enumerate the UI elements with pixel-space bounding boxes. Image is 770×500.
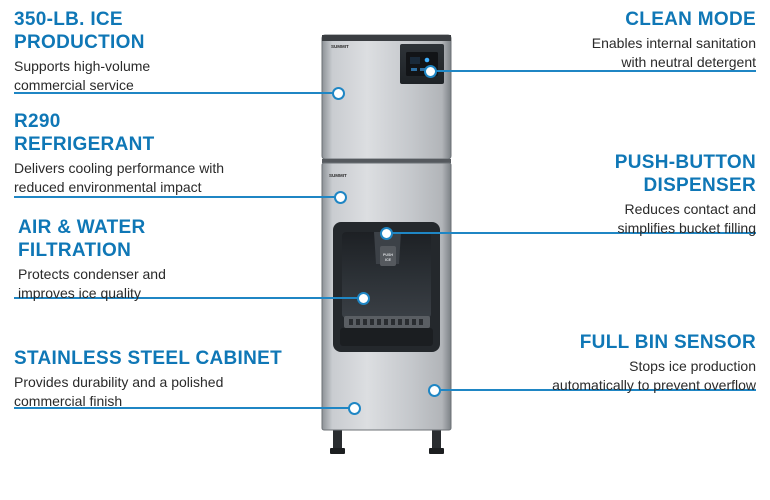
marker-full-bin <box>428 384 441 397</box>
feature-title: STAINLESS STEEL CABINET <box>14 348 283 369</box>
feature-description-line-2: reduced environmental impact <box>14 178 202 195</box>
feature-title-line-1: 350-LB. ICE <box>14 9 123 30</box>
brand-logo-lower: SUMMIT <box>329 173 347 178</box>
feature-title-line-1: R290 <box>14 111 61 132</box>
feature-clean-mode: CLEAN MODE Enables internal sanitation wi… <box>592 8 756 71</box>
push-button-icon <box>380 246 396 266</box>
feature-title-line-2: PRODUCTION <box>14 32 145 53</box>
feature-description-line-1: Stops ice production <box>629 358 756 374</box>
svg-text:ICE: ICE <box>385 258 392 262</box>
feature-cabinet: STAINLESS STEEL CABINET Provides durabil… <box>14 347 282 410</box>
marker-filtration <box>357 292 370 305</box>
feature-title: FULL BIN SENSOR <box>579 332 756 353</box>
feature-description-line-2: simplifies bucket filling <box>617 219 757 236</box>
feature-title-line-2: DISPENSER <box>643 175 756 196</box>
connector-ice-production <box>14 92 338 94</box>
feature-description: Enables internal sanitation with neutral … <box>592 34 756 71</box>
marker-ice-production <box>332 87 345 100</box>
connector-full-bin <box>434 389 756 391</box>
dispenser-cabinet: SUMMIT PUSH ICE <box>321 162 452 431</box>
marker-cabinet <box>348 402 361 415</box>
marker-refrigerant <box>334 191 347 204</box>
feature-description-line-1: Delivers cooling performance with <box>14 160 225 176</box>
feature-description: Stops ice production automatically to pre… <box>552 357 756 394</box>
ice-maker-head: SUMMIT <box>321 34 452 160</box>
connector-cabinet <box>14 407 354 409</box>
feature-description-line-1: Provides durability and a polished <box>14 374 224 390</box>
feature-title-line-2: REFRIGERANT <box>14 134 155 155</box>
connector-push-button <box>386 232 756 234</box>
marker-clean-mode <box>424 65 437 78</box>
brand-logo-upper: SUMMIT <box>331 44 349 49</box>
connector-clean-mode <box>430 70 756 72</box>
feature-title: CLEAN MODE <box>625 9 756 30</box>
feature-description-line-2: with neutral detergent <box>621 53 756 70</box>
feature-description-line-1: Enables internal sanitation <box>591 35 756 51</box>
feature-title-line-2: FILTRATION <box>18 240 132 261</box>
feature-description-line-2: commercial finish <box>14 392 123 409</box>
feature-description-line-1: Reduces contact and <box>624 201 756 217</box>
feature-description: Delivers cooling performance with reduced… <box>14 159 224 196</box>
connector-filtration <box>14 297 363 299</box>
connector-refrigerant <box>14 196 340 198</box>
feature-description-line-1: Protects condenser and <box>18 266 166 282</box>
feature-description: Provides durability and a polished commer… <box>14 373 282 410</box>
machine-legs <box>330 428 444 454</box>
feature-description-line-2: automatically to prevent overflow <box>552 376 756 393</box>
feature-description: Protects condenser and improves ice quali… <box>18 265 166 302</box>
feature-description-line-2: commercial service <box>14 76 134 93</box>
feature-title-line-1: AIR & WATER <box>18 217 146 238</box>
svg-text:PUSH: PUSH <box>383 253 393 257</box>
feature-full-bin: FULL BIN SENSOR Stops ice production auto… <box>552 331 756 394</box>
feature-description-line-2: improves ice quality <box>18 284 141 301</box>
feature-description: Reduces contact and simplifies bucket fil… <box>615 200 757 237</box>
feature-description: Supports high-volume commercial service <box>14 57 150 94</box>
feature-description-line-1: Supports high-volume <box>14 58 151 74</box>
marker-push-button <box>380 227 393 240</box>
display-panel-icon <box>424 57 430 63</box>
feature-title-line-1: PUSH-BUTTON <box>614 152 756 173</box>
